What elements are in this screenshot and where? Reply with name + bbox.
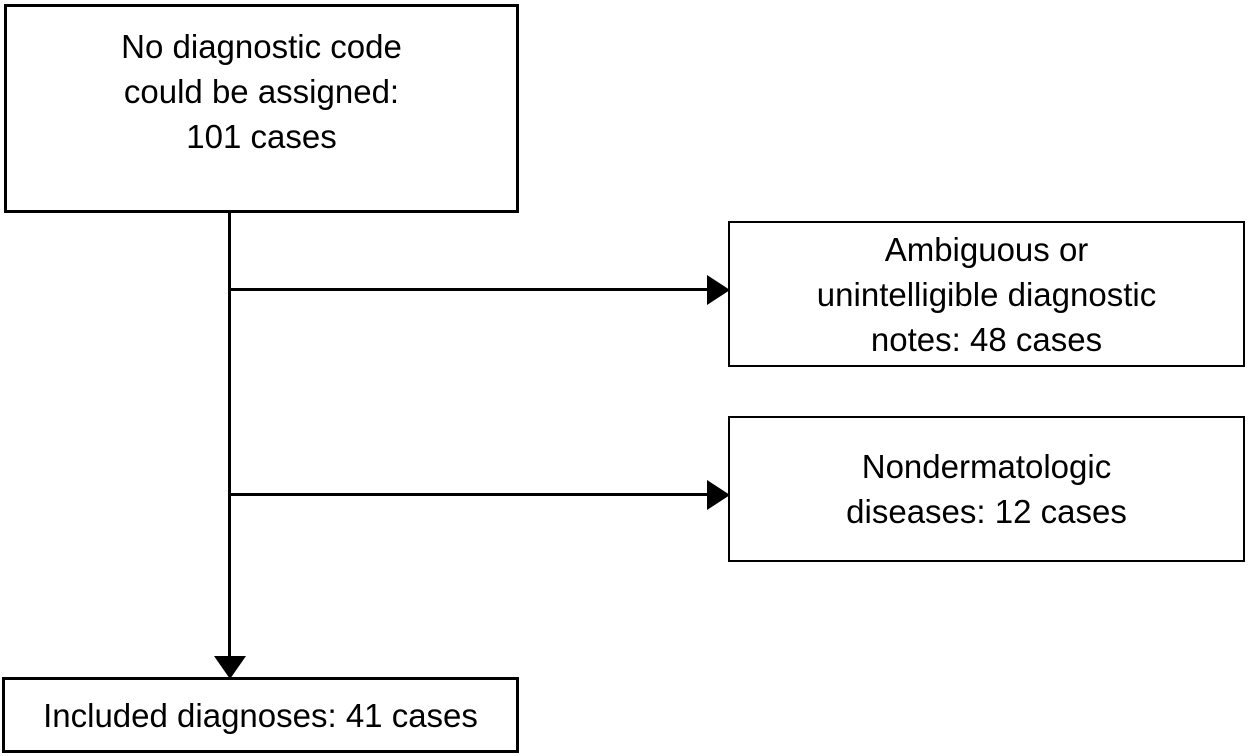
node-ambiguous-notes-label: Ambiguous or unintelligible diagnostic n… bbox=[816, 230, 1157, 358]
connector-vertical-line bbox=[228, 213, 231, 659]
node-included-diagnoses: Included diagnoses: 41 cases bbox=[2, 677, 519, 753]
node-included-diagnoses-label: Included diagnoses: 41 cases bbox=[43, 696, 478, 734]
connector-branch2-line bbox=[228, 493, 710, 496]
arrow-down-icon bbox=[214, 656, 246, 679]
arrow-right-icon bbox=[707, 275, 730, 305]
node-nondermatologic-diseases: Nondermatologic diseases: 12 cases bbox=[728, 416, 1245, 562]
node-no-diagnostic-code-label: No diagnostic code could be assigned: 10… bbox=[121, 28, 402, 155]
arrow-right-icon bbox=[707, 480, 730, 510]
node-ambiguous-notes: Ambiguous or unintelligible diagnostic n… bbox=[728, 221, 1245, 367]
node-no-diagnostic-code: No diagnostic code could be assigned: 10… bbox=[4, 4, 519, 213]
node-nondermatologic-diseases-label: Nondermatologic diseases: 12 cases bbox=[846, 448, 1127, 530]
connector-branch1-line bbox=[228, 288, 710, 291]
